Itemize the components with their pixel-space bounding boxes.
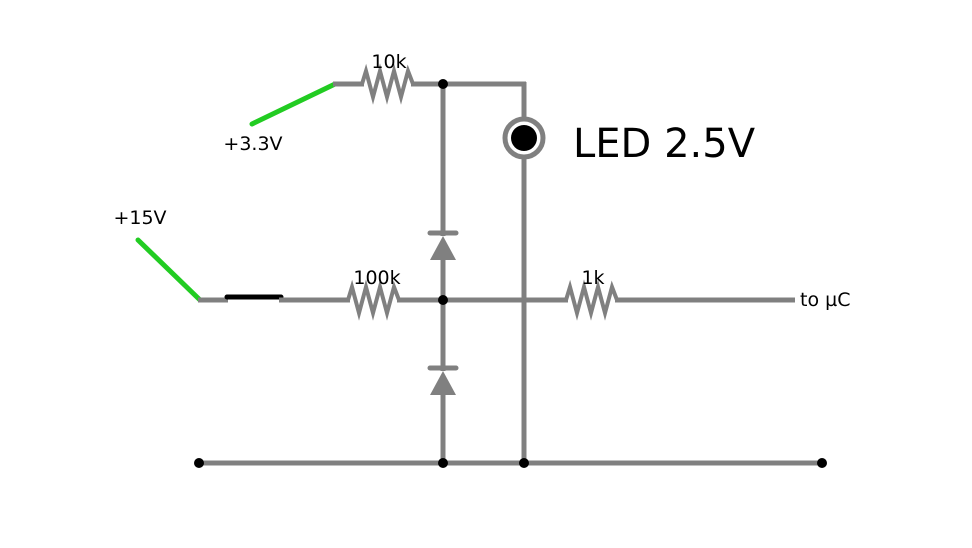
label-output: to µC <box>800 289 850 311</box>
label-supply-33v: +3.3V <box>223 133 282 155</box>
label-1k: 1k <box>581 267 604 289</box>
resistor-1k-icon <box>564 279 619 321</box>
label-10k: 10k <box>371 51 406 73</box>
resistor-10k-icon <box>360 63 415 105</box>
led-icon <box>511 125 537 151</box>
supply-33v-lead <box>249 81 338 127</box>
resistor-100k-icon <box>346 279 401 321</box>
junction-dot-icon <box>194 458 204 468</box>
junction-dot-icon <box>519 458 529 468</box>
supply-15v-lead <box>135 237 203 303</box>
junction-dot-icon <box>438 458 448 468</box>
label-supply-15v: +15V <box>113 207 166 229</box>
diode-lower-icon <box>430 371 456 395</box>
junction-dot-icon <box>438 79 448 89</box>
junction-dot-icon <box>817 458 827 468</box>
label-led: LED 2.5V <box>573 121 756 167</box>
diode-upper-icon <box>430 236 456 260</box>
junction-dot-icon <box>438 295 448 305</box>
label-100k: 100k <box>353 267 400 289</box>
